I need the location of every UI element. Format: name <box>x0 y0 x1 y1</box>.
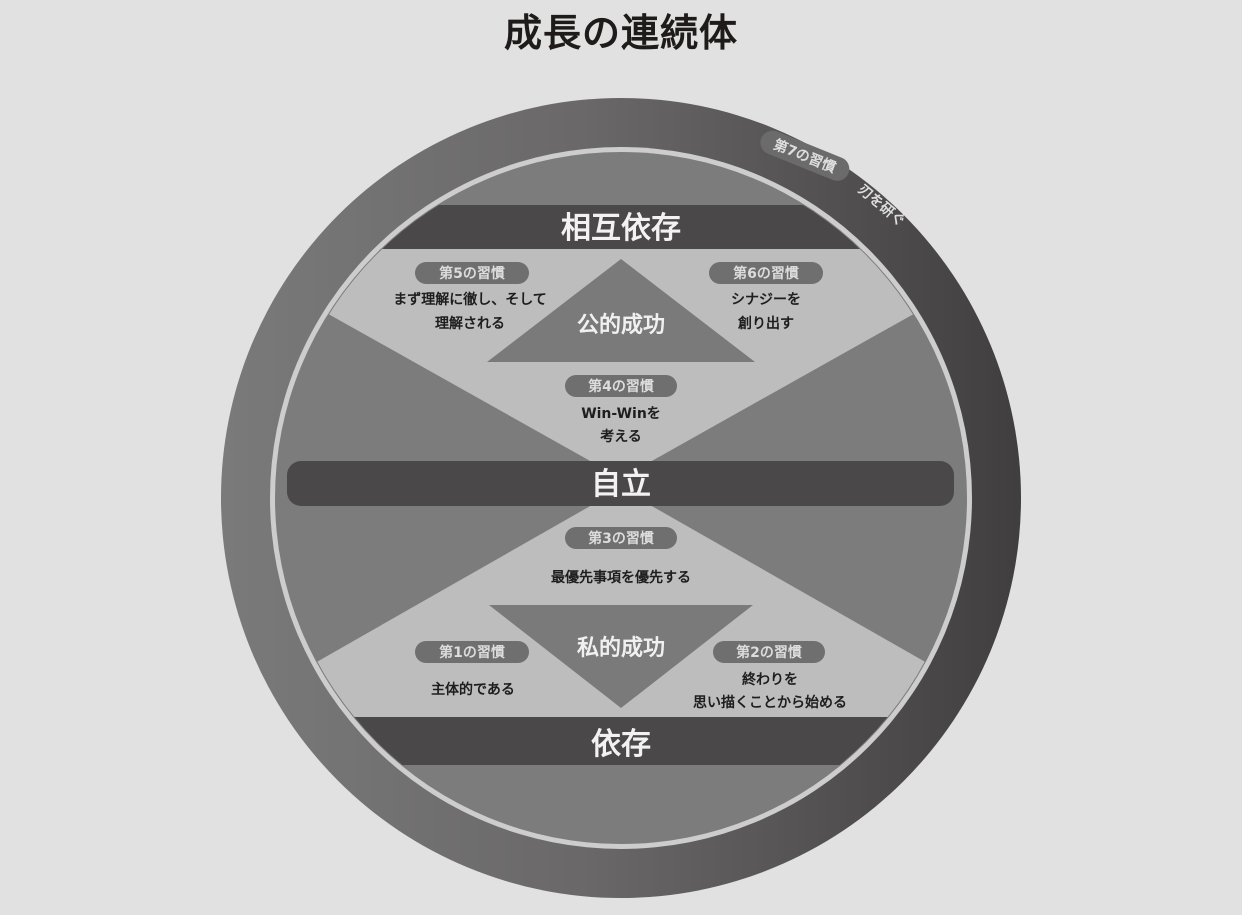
habit-6-pill <box>709 262 823 284</box>
habit-1-pill <box>415 641 529 663</box>
habit-4-pill <box>565 375 677 397</box>
habit-3-pill <box>565 527 677 549</box>
habit-1: 第1の習慣 主体的である <box>415 641 529 698</box>
habit-2: 第2の習慣 終わりを 思い描くことから始める <box>693 641 847 711</box>
habit-5-line-1: まず理解に徹し、そして <box>393 291 547 308</box>
public-success-triangle <box>487 259 755 362</box>
habit-7-pill <box>760 130 850 181</box>
habit-5-pill <box>415 262 529 284</box>
band-middle-label: 自立 <box>591 467 651 502</box>
band-independence <box>287 461 954 506</box>
band-top-label: 相互依存 <box>561 211 681 246</box>
habit-5-line-2: 理解される <box>435 315 505 332</box>
habit-1-pill-label: 第1の習慣 <box>439 644 505 661</box>
band-bottom-label: 依存 <box>591 727 651 762</box>
habit-5-pill-label: 第5の習慣 <box>439 265 505 282</box>
habit-3: 第3の習慣 最優先事項を優先する <box>551 527 691 586</box>
habit-6-line-1: シナジーを <box>731 292 801 308</box>
habit-6-pill-label: 第6の習慣 <box>733 265 799 282</box>
habit-3-pill-label: 第3の習慣 <box>588 530 654 547</box>
diagram-title: 成長の連続体 <box>503 11 738 55</box>
habit-1-line-1: 主体的である <box>431 681 515 698</box>
private-success-triangle <box>489 605 753 708</box>
private-success-label: 私的成功 <box>577 635 665 661</box>
habit-4-pill-label: 第4の習慣 <box>588 378 654 395</box>
habit-2-pill <box>713 641 825 663</box>
habit-4: 第4の習慣 Win-Winを 考える <box>565 375 677 445</box>
habit-4-line-2: 考える <box>600 428 642 445</box>
habit-5: 第5の習慣 まず理解に徹し、そして 理解される <box>393 262 547 332</box>
habit-6: 第6の習慣 シナジーを 創り出す <box>709 262 823 332</box>
habit-6-line-2: 創り出す <box>737 315 794 332</box>
habit-2-line-1: 終わりを <box>742 671 798 688</box>
habit-4-line-1: Win-Winを <box>581 406 661 422</box>
habit-2-line-2: 思い描くことから始める <box>693 694 847 711</box>
public-success-label: 公的成功 <box>577 312 665 338</box>
habit-2-pill-label: 第2の習慣 <box>736 644 802 661</box>
habit-3-line-1: 最優先事項を優先する <box>551 569 691 586</box>
